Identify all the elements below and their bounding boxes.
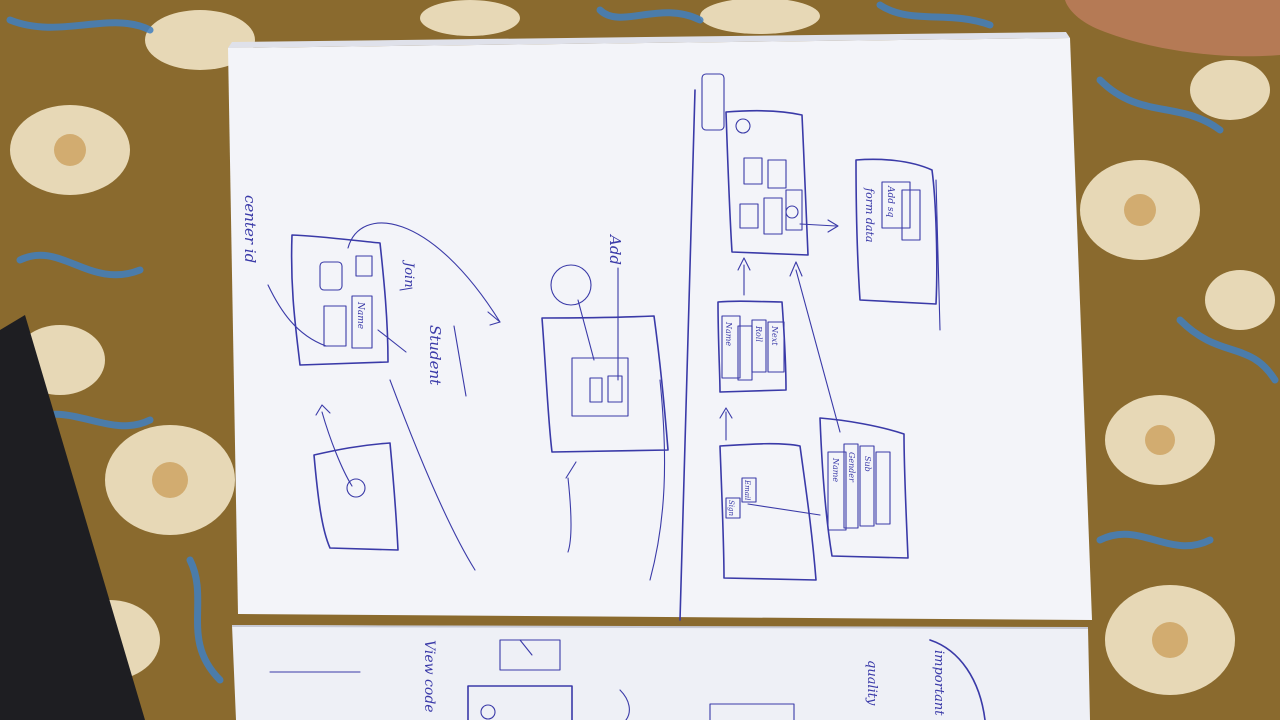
label-form-sub: Sub	[863, 456, 872, 472]
fabric-flowers	[6, 0, 1279, 695]
label-name-list: Name	[724, 321, 733, 346]
sketch-page3: form data Add sq Name Roll Next Sign Ema…	[701, 73, 941, 581]
label-add: Add	[606, 233, 624, 265]
divider-line	[679, 89, 696, 621]
label-student: Student	[426, 325, 444, 386]
label-join: Join	[401, 259, 416, 288]
label-form-gender: Gender	[847, 452, 856, 483]
sketch-lower-page: View code quality important	[269, 639, 986, 720]
label-center-id: center id	[241, 195, 259, 263]
label-quality: quality	[864, 660, 879, 706]
label-email: Email	[743, 479, 751, 500]
label-important: important	[931, 650, 946, 716]
label-view-code: View code	[421, 640, 437, 713]
label-add-sq: Add sq	[885, 185, 895, 218]
label-sign-in: Sign	[727, 500, 735, 517]
label-form-data: form data	[863, 187, 876, 242]
label-form-name: Name	[831, 457, 840, 482]
label-next: Next	[770, 325, 779, 346]
device-edge	[0, 315, 145, 720]
label-roll: Roll	[754, 325, 763, 342]
sketch-page1: center id Join Name Student	[241, 195, 501, 571]
sketch-page2: Add	[541, 233, 669, 581]
label-name: Name	[355, 301, 365, 329]
notebook-lower-page	[232, 625, 1090, 720]
hand-corner	[1065, 0, 1280, 57]
